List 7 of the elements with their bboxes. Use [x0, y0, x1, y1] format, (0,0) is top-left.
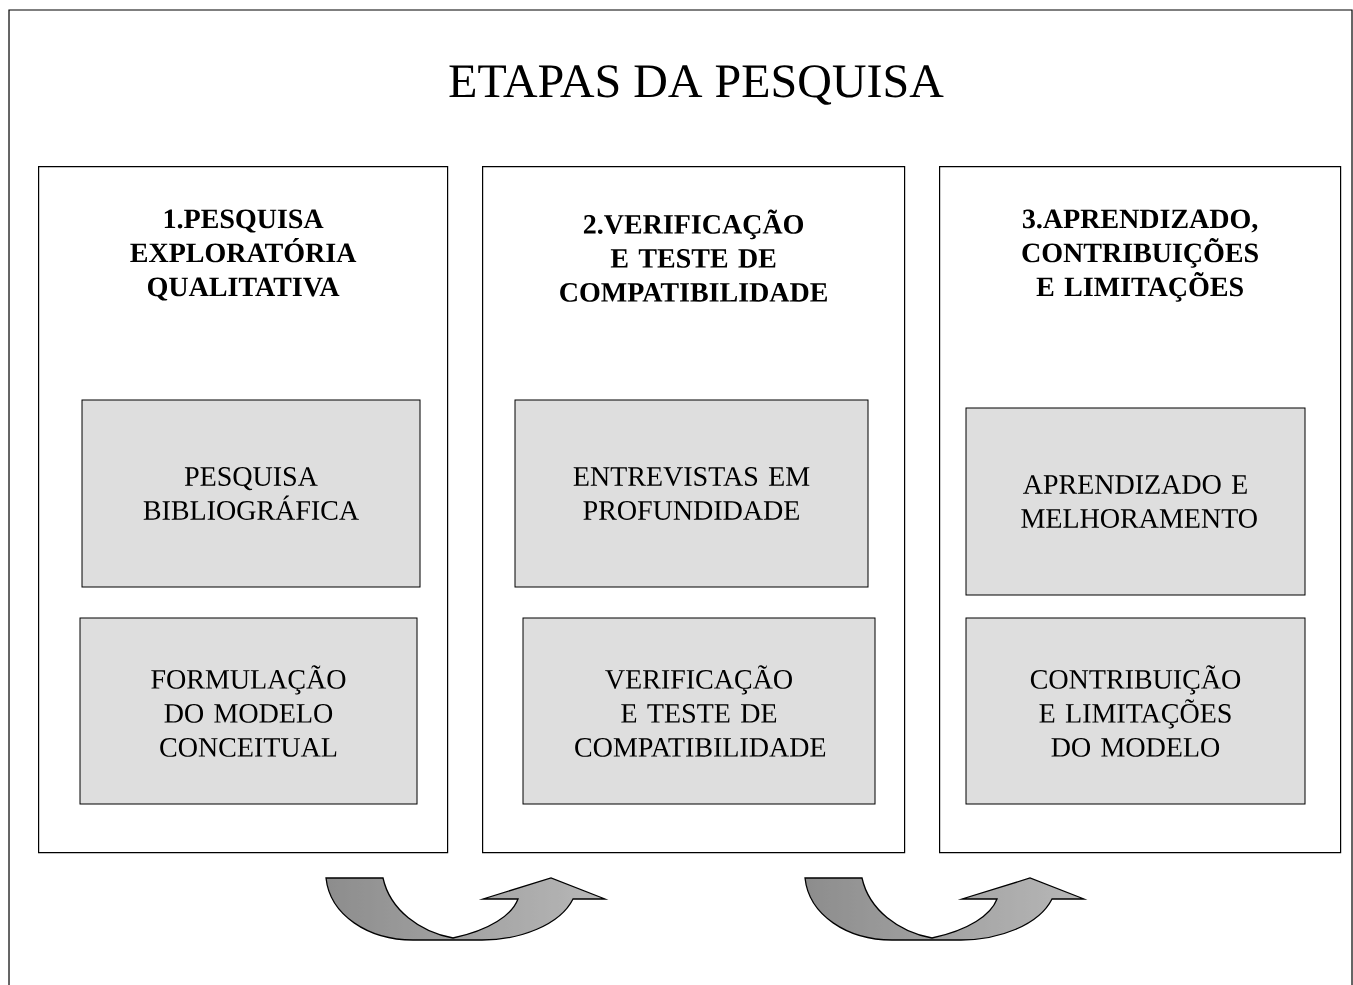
step-box: FORMULAÇÃO DO MODELO CONCEITUAL — [79, 617, 418, 805]
step-box: ENTREVISTAS EM PROFUNDIDADE — [514, 399, 869, 588]
step-box: VERIFICAÇÃO E TESTE DE COMPATIBILIDADE — [522, 617, 876, 805]
title: ETAPAS DA PESQUISA — [449, 65, 944, 105]
step-box: CONTRIBUIÇÃO E LIMITAÇÕES DO MODELO — [965, 617, 1306, 805]
step-box: APRENDIZADO E MELHORAMENTO — [965, 407, 1306, 596]
step-box: PESQUISA BIBLIOGRÁFICA — [81, 399, 421, 588]
